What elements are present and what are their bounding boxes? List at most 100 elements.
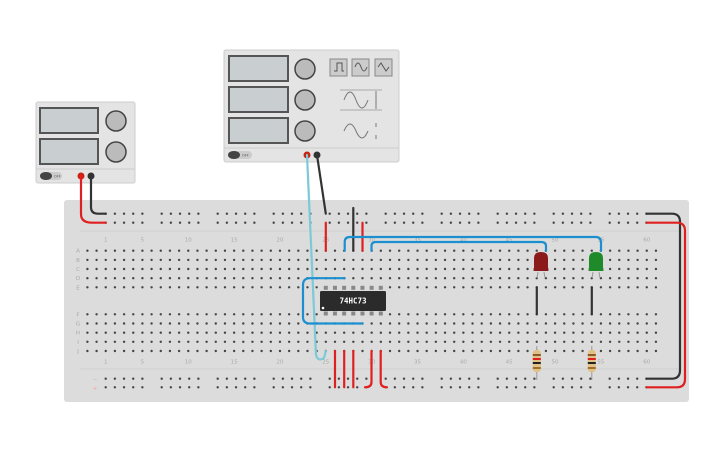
generator-ground-wire[interactable] (315, 153, 327, 215)
hole[interactable] (654, 267, 658, 271)
hole[interactable] (177, 331, 181, 334)
hole[interactable] (196, 349, 199, 353)
hole[interactable] (498, 249, 502, 252)
rail-hole[interactable] (122, 221, 126, 224)
rail-hole[interactable] (188, 221, 191, 224)
rail-hole[interactable] (290, 386, 294, 389)
hole[interactable] (95, 349, 98, 353)
hole[interactable] (251, 322, 254, 325)
rail-hole[interactable] (636, 221, 639, 224)
hole[interactable] (608, 322, 612, 325)
hole[interactable] (498, 286, 502, 289)
rail-hole[interactable] (393, 212, 397, 215)
hole[interactable] (434, 286, 438, 289)
hole[interactable] (141, 277, 144, 280)
hole[interactable] (498, 331, 502, 334)
hole[interactable] (443, 322, 447, 325)
hole[interactable] (480, 249, 483, 252)
rail-hole[interactable] (561, 212, 565, 215)
hole[interactable] (443, 313, 447, 316)
hole[interactable] (397, 267, 401, 271)
hole[interactable] (232, 249, 236, 252)
rail-hole[interactable] (561, 221, 565, 224)
hole[interactable] (453, 277, 456, 280)
hole[interactable] (508, 267, 511, 271)
hole[interactable] (563, 277, 566, 280)
hole[interactable] (627, 277, 630, 280)
hole[interactable] (388, 286, 392, 289)
hole[interactable] (177, 277, 181, 280)
hole[interactable] (480, 267, 483, 271)
hole[interactable] (443, 249, 447, 252)
hole[interactable] (306, 258, 309, 262)
hole[interactable] (113, 322, 117, 325)
hole[interactable] (627, 322, 630, 325)
hole[interactable] (232, 267, 236, 271)
hole[interactable] (287, 340, 291, 343)
rail-hole[interactable] (178, 377, 182, 380)
hole[interactable] (242, 331, 245, 334)
hole[interactable] (407, 267, 410, 271)
hole[interactable] (453, 249, 456, 252)
hole[interactable] (370, 322, 373, 325)
hole[interactable] (480, 286, 483, 289)
generator-signal-wire[interactable] (305, 153, 327, 361)
rail-hole[interactable] (113, 377, 117, 380)
hole[interactable] (563, 340, 566, 343)
hole[interactable] (397, 258, 401, 262)
rail-hole[interactable] (290, 377, 294, 380)
hole[interactable] (104, 258, 107, 262)
hole[interactable] (627, 313, 630, 316)
hole[interactable] (544, 322, 548, 325)
hole[interactable] (489, 331, 493, 334)
hole[interactable] (278, 349, 282, 353)
rail-hole[interactable] (356, 221, 359, 224)
hole[interactable] (645, 322, 648, 325)
rail-hole[interactable] (458, 221, 462, 224)
rail-hole[interactable] (169, 377, 173, 380)
hole[interactable] (535, 340, 538, 343)
hole[interactable] (242, 340, 245, 343)
hole[interactable] (132, 249, 135, 252)
hole[interactable] (86, 258, 89, 262)
hole[interactable] (177, 349, 181, 353)
led-green[interactable] (588, 252, 604, 279)
hole[interactable] (86, 267, 89, 271)
hole[interactable] (388, 258, 392, 262)
hole[interactable] (498, 322, 502, 325)
hole[interactable] (269, 267, 272, 271)
rail-hole[interactable] (234, 386, 238, 389)
hole[interactable] (113, 277, 117, 280)
hole[interactable] (379, 340, 383, 343)
rail-hole[interactable] (580, 221, 583, 224)
hole[interactable] (315, 286, 318, 289)
rail-hole[interactable] (197, 221, 200, 224)
rail-hole[interactable] (626, 221, 630, 224)
square-wave-button[interactable] (329, 58, 348, 77)
hole[interactable] (618, 313, 621, 316)
hole[interactable] (306, 249, 309, 252)
hole[interactable] (627, 340, 630, 343)
hole[interactable] (269, 331, 272, 334)
power-negative-wire[interactable] (89, 174, 107, 215)
hole[interactable] (608, 267, 612, 271)
hole[interactable] (333, 340, 337, 343)
rail-hole[interactable] (580, 377, 583, 380)
hole[interactable] (223, 349, 227, 353)
rail-hole[interactable] (281, 221, 285, 224)
hole[interactable] (104, 277, 107, 280)
hole[interactable] (535, 322, 538, 325)
hole[interactable] (572, 258, 575, 262)
hole[interactable] (645, 249, 648, 252)
hole[interactable] (526, 267, 529, 271)
rail-hole[interactable] (253, 377, 256, 380)
hole[interactable] (526, 277, 529, 280)
hole[interactable] (462, 313, 465, 316)
hole[interactable] (462, 349, 465, 353)
hole[interactable] (645, 340, 648, 343)
hole[interactable] (324, 267, 328, 271)
hole[interactable] (416, 249, 419, 252)
hole[interactable] (553, 313, 557, 316)
hole[interactable] (278, 340, 282, 343)
